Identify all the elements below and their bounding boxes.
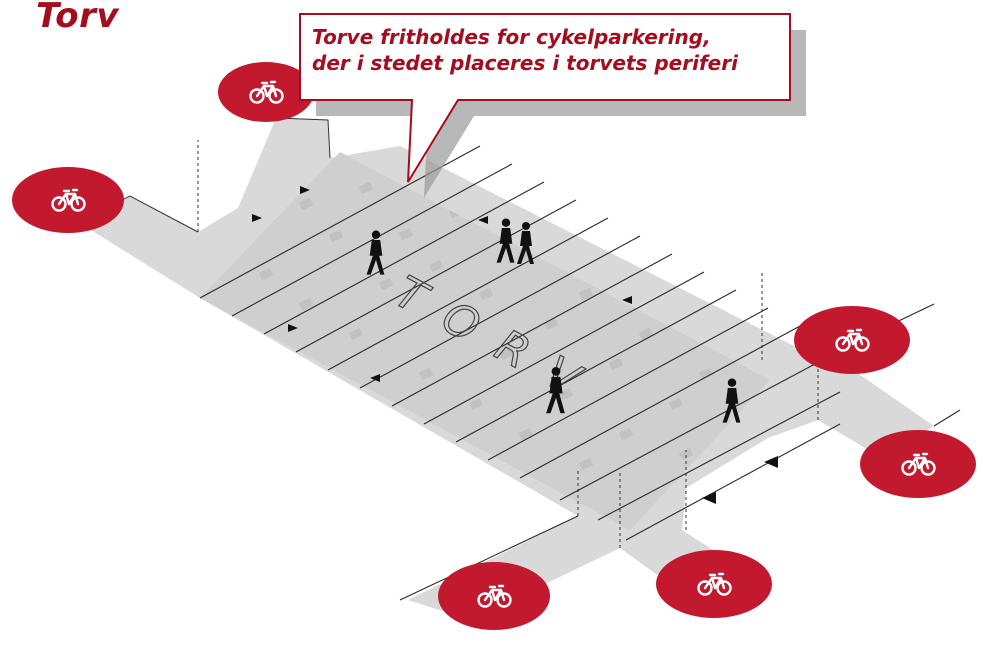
direction-arrow-icon (702, 492, 716, 504)
direction-arrow-icon (370, 374, 380, 382)
bike-marker (656, 550, 772, 618)
direction-arrow-icon (764, 456, 778, 468)
callout-text: Torve fritholdes for cykelparkering, der… (312, 24, 782, 76)
bike-marker (12, 167, 124, 233)
callout-line-1: Torve fritholdes for cykelparkering, (312, 25, 711, 49)
bike-marker (794, 306, 910, 374)
bike-parking-markers (12, 62, 976, 630)
direction-arrow-icon (252, 214, 262, 222)
bike-marker (860, 430, 976, 498)
bike-marker (218, 62, 314, 122)
callout-line-2: der i stedet placeres i torvets periferi (312, 51, 738, 75)
page-title: Torv (36, 0, 120, 36)
direction-arrows (252, 186, 778, 504)
direction-arrow-icon (288, 324, 298, 332)
direction-arrow-icon (300, 186, 310, 194)
direction-arrow-icon (622, 296, 632, 304)
direction-arrow-icon (478, 216, 488, 224)
callout-bubble (299, 13, 806, 198)
bike-marker (438, 562, 550, 630)
